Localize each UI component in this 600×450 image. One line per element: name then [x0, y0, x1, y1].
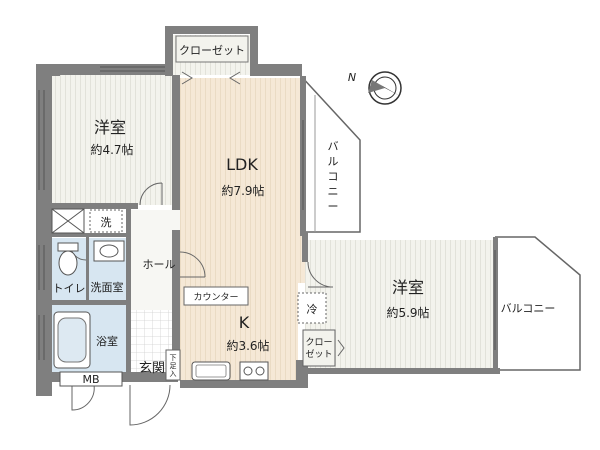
washer-icon	[51, 208, 85, 234]
kitchen-area: 約3.6帖	[226, 338, 269, 353]
compass-icon	[368, 71, 402, 105]
closet-small-label-2: ゼット	[305, 348, 332, 360]
basin-icon	[93, 240, 125, 262]
fridge-label: 冷	[307, 303, 318, 316]
ldk-name: LDK	[226, 155, 258, 174]
meter-box-label: MB	[82, 373, 99, 386]
windows	[38, 66, 496, 360]
balcony-right-label: バルコニー	[501, 302, 556, 315]
closet-small-door	[337, 339, 345, 357]
fridge-space	[297, 292, 327, 324]
balcony-vertical-char-1: バ	[328, 140, 339, 153]
bathtub-icon	[53, 311, 91, 369]
counter-label: カウンター	[193, 292, 238, 303]
counter	[183, 286, 249, 306]
closet-top-box	[175, 35, 249, 63]
toilet-name: トイレ	[53, 282, 86, 295]
shoe-box-label-1: 下	[170, 354, 177, 362]
western-room-e-area: 約5.9帖	[386, 305, 429, 320]
shoe-box-label-2: 足	[170, 362, 177, 370]
balcony-vertical-char-2: ル	[328, 155, 339, 168]
shoe-box-label-3: 入	[170, 370, 177, 378]
ldk-floor	[180, 78, 305, 283]
north-label: N	[348, 71, 356, 84]
entrance-name: 玄関	[139, 361, 165, 376]
hall-name: ホール	[143, 258, 176, 271]
kitchen-name: K	[239, 313, 250, 332]
western-room-e-name: 洋室	[392, 278, 424, 297]
hall-floor	[130, 210, 180, 310]
closet-small-label-1: クロー	[305, 337, 332, 348]
balcony-vertical-char-4: ニ	[328, 185, 339, 198]
bathroom-name: 浴室	[96, 334, 118, 348]
closet-top-label: クローゼット	[179, 44, 245, 57]
washer-space	[89, 209, 123, 233]
western-room-nw-name: 洋室	[94, 118, 126, 137]
western-room-nw-floor	[50, 75, 175, 205]
sink-icon	[191, 361, 231, 381]
ldk-area: 約7.9帖	[221, 183, 264, 198]
meter-box	[59, 371, 123, 387]
balcony-lower	[495, 236, 581, 371]
balcony-vertical-char-3: コ	[328, 170, 339, 183]
stove-icon	[239, 361, 269, 381]
western-room-e-floor	[305, 240, 493, 368]
western-room-nw-area: 約4.7帖	[90, 142, 133, 157]
balcony-vertical-char-5: ー	[328, 200, 339, 213]
washroom-name: 洗面室	[91, 280, 124, 294]
closet-small-box	[302, 329, 336, 367]
balcony-upper	[299, 74, 361, 233]
toilet-icon	[57, 242, 79, 276]
washer-label: 洗	[101, 216, 112, 229]
door-swings	[69, 182, 334, 426]
shoe-box	[165, 349, 181, 381]
closet-top-doors	[181, 71, 241, 85]
